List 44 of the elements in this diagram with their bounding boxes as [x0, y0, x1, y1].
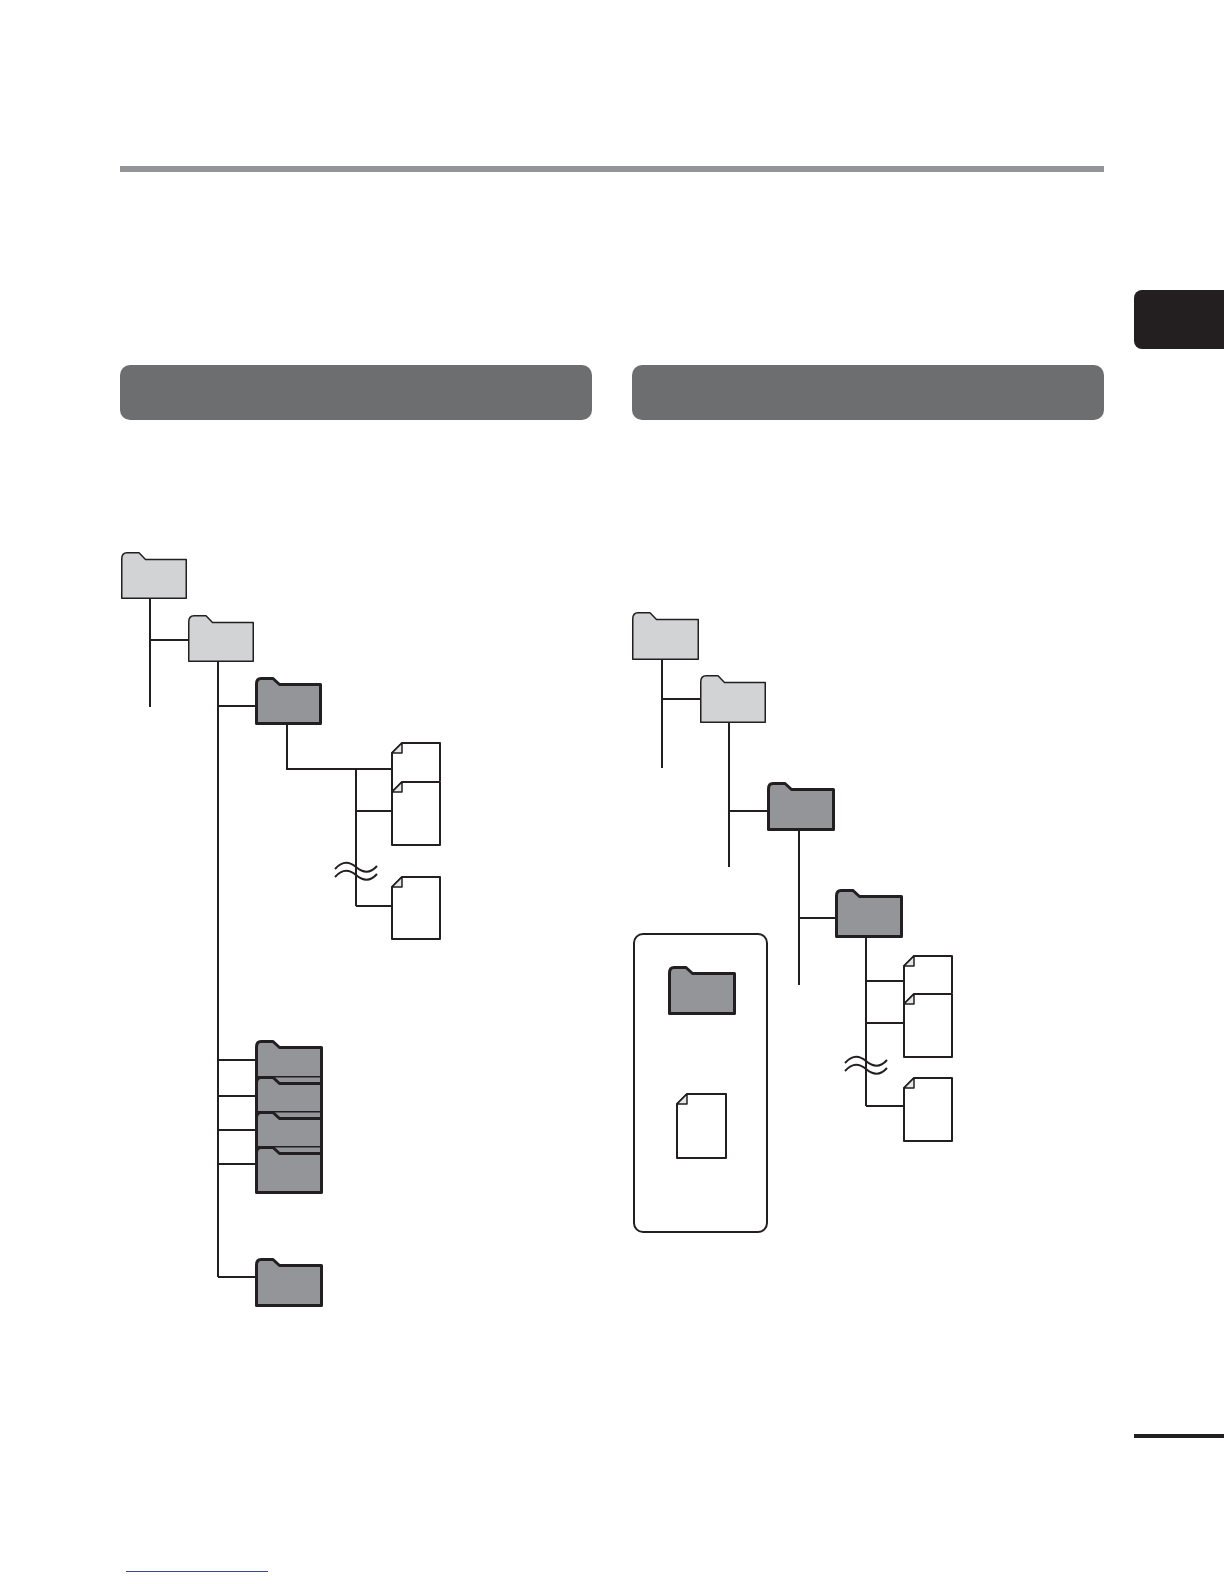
- connector-line: [865, 937, 867, 1107]
- file-icon: [903, 1077, 953, 1142]
- connector-line: [217, 705, 256, 707]
- connector-line: [865, 980, 904, 982]
- connector-line: [217, 1163, 256, 1165]
- connector-line: [217, 661, 219, 1278]
- folder-icon: [668, 966, 736, 1015]
- file-icon: [391, 781, 441, 846]
- folder-icon: [255, 1258, 323, 1307]
- connector-line: [217, 1276, 256, 1278]
- connector-line: [217, 1095, 256, 1097]
- folder-icon: [121, 552, 187, 599]
- folder-icon: [255, 1146, 323, 1194]
- file-icon: [903, 955, 953, 993]
- connector-line: [355, 768, 392, 770]
- file-icon: [391, 876, 441, 940]
- connector-line: [149, 639, 189, 641]
- header-band: [120, 365, 592, 420]
- file-icon: [391, 742, 441, 781]
- folder-icon: [700, 675, 766, 723]
- connector-line: [355, 810, 392, 812]
- connector-line: [865, 1022, 904, 1024]
- connector-line: [661, 659, 663, 769]
- legend-panel: [633, 933, 768, 1233]
- connector-line: [798, 830, 800, 986]
- file-icon: [676, 1093, 727, 1159]
- folder-icon: [188, 615, 254, 662]
- connector-line: [661, 698, 701, 700]
- folder-icon: [255, 677, 322, 725]
- connector-line: [286, 724, 357, 907]
- connector-line: [728, 722, 730, 868]
- connector-line: [217, 1129, 256, 1131]
- connector-line: [798, 917, 836, 919]
- folder-icon: [835, 889, 903, 938]
- connector-line: [217, 1059, 256, 1061]
- connector-line: [355, 905, 392, 907]
- header-band: [632, 365, 1104, 420]
- connector-line: [149, 598, 151, 708]
- side-tab: [1134, 290, 1224, 349]
- folder-icon: [767, 782, 835, 831]
- folder-icon: [632, 612, 699, 660]
- file-icon: [903, 993, 953, 1058]
- connector-line: [865, 1105, 904, 1107]
- connector-line: [728, 810, 768, 812]
